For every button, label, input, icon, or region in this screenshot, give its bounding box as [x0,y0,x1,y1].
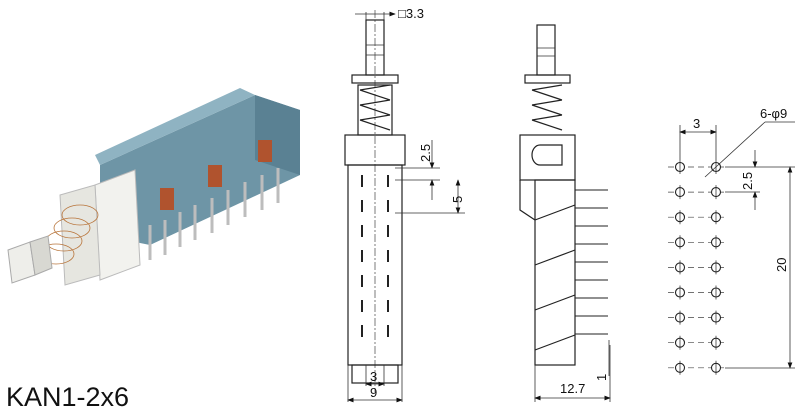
front-view: □3.3 2.5 5 3 9 [344,6,465,403]
total-length-dim: 20 [774,258,789,272]
plunger-size-dim: □3.3 [398,6,424,21]
center-width-dim: 3 [370,369,377,384]
model-label: KAN1-2x6 [6,382,129,412]
pcb-hole-layout: 3 6-φ9 2.5 20 [668,106,795,375]
body-width-dim: 9 [370,385,377,400]
column-spacing-dim: 3 [693,116,700,131]
row-offset-dim: 2.5 [740,172,755,190]
contact-offset-dim: 2.5 [418,144,433,162]
depth-dim: 12.7 [560,381,585,396]
product-photo [7,88,300,286]
side-view: 12.7 1 [519,24,611,402]
pin-offset-dim: 1 [594,374,609,381]
contact-pitch-dim: 5 [450,196,465,203]
hole-spec-dim: 6-φ9 [760,106,787,121]
